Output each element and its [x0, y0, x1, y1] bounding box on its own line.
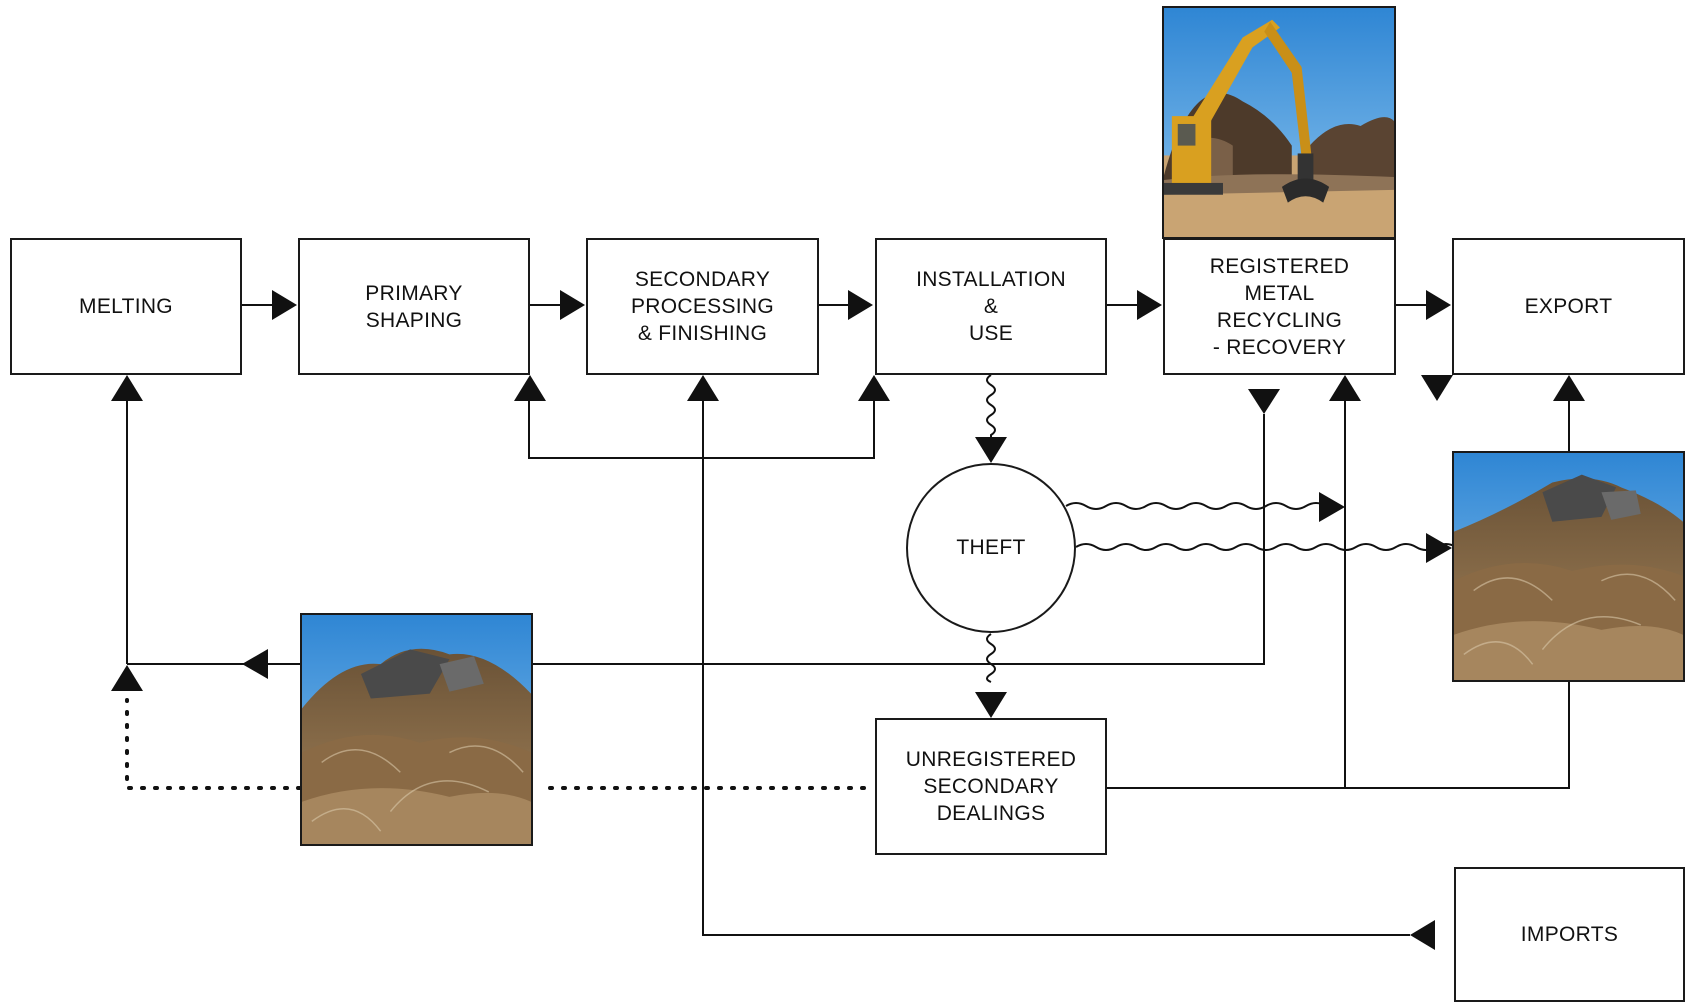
arrowhead-loop-into-shaping — [514, 375, 546, 401]
arrowhead-theft-to-recycling — [1319, 492, 1345, 522]
excavator-icon — [1164, 8, 1394, 237]
node-installation-use: INSTALLATION & USE — [875, 238, 1107, 375]
scrap-pile-icon — [302, 615, 531, 844]
node-unregistered-dealings: UNREGISTERED SECONDARY DEALINGS — [875, 718, 1107, 855]
arrowhead-into-recycling — [1137, 290, 1162, 320]
node-export: EXPORT — [1452, 238, 1685, 375]
edge-theft-to-unregistered-wavy — [986, 633, 996, 683]
node-export-label: EXPORT — [1524, 295, 1613, 318]
edge-installation-loop — [528, 399, 875, 459]
arrowhead-export-down — [1421, 375, 1453, 401]
node-melting-label: MELTING — [79, 295, 173, 318]
edge-theft-to-recycling-wavy — [1065, 502, 1340, 510]
arrowhead-into-unregistered — [975, 692, 1007, 718]
arrowhead-imports-into-secondary — [687, 375, 719, 401]
arrowhead-from-imports — [1410, 920, 1435, 950]
node-secondary-processing-label: SECONDARY PROCESSING & FINISHING — [630, 268, 775, 345]
arrowhead-into-melting — [111, 375, 143, 401]
node-unregistered-dealings-label: UNREGISTERED SECONDARY DEALINGS — [905, 748, 1077, 825]
node-imports-label: IMPORTS — [1520, 923, 1619, 946]
connector-lines — [125, 304, 1570, 936]
recycling-yard-photo — [1162, 6, 1396, 239]
node-melting: MELTING — [10, 238, 242, 375]
arrowheads — [111, 290, 1585, 950]
arrowhead-pile-into-export — [1553, 375, 1585, 401]
node-installation-use-label: INSTALLATION & USE — [916, 268, 1066, 345]
scrap-pile-icon — [1454, 453, 1683, 680]
arrowhead-unregistered-into-recycling — [1329, 375, 1361, 401]
arrowhead-into-export — [1426, 290, 1451, 320]
arrowhead-theft-to-export-pile — [1426, 533, 1452, 563]
node-theft: THEFT — [906, 463, 1076, 633]
node-imports: IMPORTS — [1454, 867, 1685, 1002]
edge-recycling-to-melting — [532, 414, 1265, 665]
arrowhead-into-shaping — [272, 290, 297, 320]
scrap-pile-right-photo — [1452, 451, 1685, 682]
node-primary-shaping: PRIMARY SHAPING — [298, 238, 530, 375]
arrowhead-into-installation — [848, 290, 873, 320]
arrowhead-dotted-into-melting — [111, 665, 143, 691]
node-primary-shaping-label: PRIMARY SHAPING — [365, 281, 463, 332]
edge-unregistered-to-export — [1107, 682, 1570, 789]
arrowhead-into-secondary — [560, 290, 585, 320]
edge-installation-to-theft-wavy — [986, 374, 996, 437]
node-secondary-processing: SECONDARY PROCESSING & FINISHING — [586, 238, 819, 375]
scrap-pile-left-photo — [300, 613, 533, 846]
arrowhead-into-left-pile — [242, 649, 268, 679]
node-theft-label: THEFT — [956, 536, 1026, 559]
edge-theft-to-export-wavy — [1075, 543, 1457, 551]
edge-pile-dotted-to-melting — [125, 698, 302, 790]
arrowhead-into-theft — [975, 437, 1007, 463]
node-registered-recycling: REGISTERED METAL RECYCLING - RECOVERY — [1163, 238, 1396, 375]
edge-imports-to-secondary — [702, 399, 1410, 936]
arrowhead-recycling-down — [1248, 389, 1280, 414]
node-registered-recycling-label: REGISTERED METAL RECYCLING - RECOVERY — [1209, 254, 1350, 359]
arrowhead-loop-into-installation — [858, 375, 890, 401]
